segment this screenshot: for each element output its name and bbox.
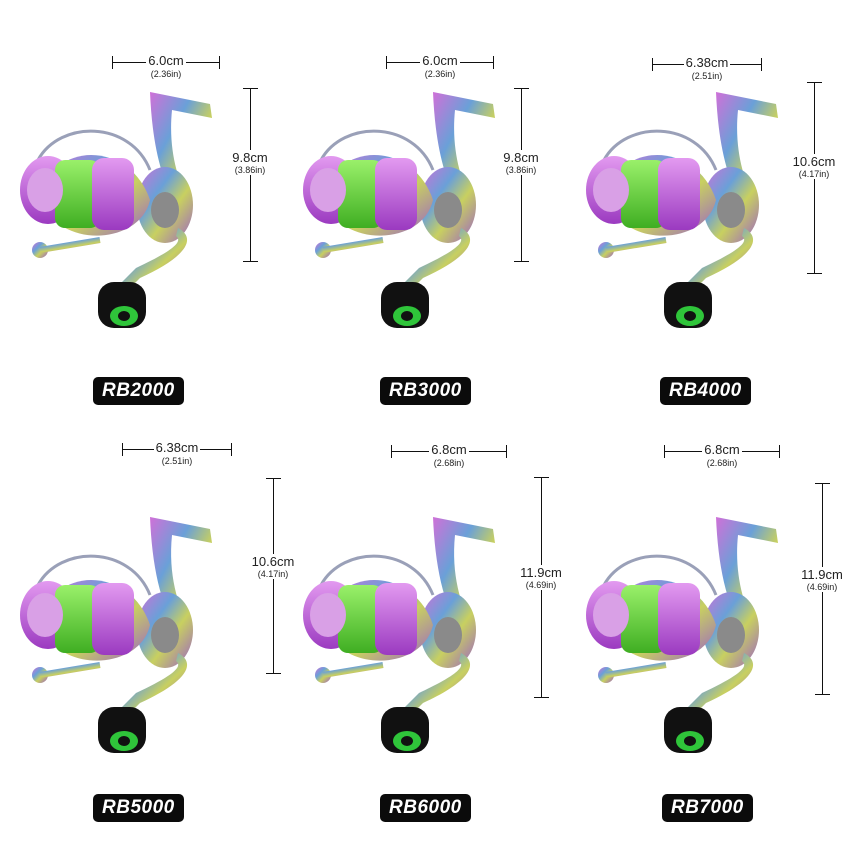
reel-card-rb4000: 6.38cm (2.51in) 10.6cm(4.17in) RB4000 bbox=[566, 0, 850, 425]
reel-card-rb7000: 6.8cm (2.68in) 11.9cm(4.69in) RB7000 bbox=[566, 425, 850, 850]
width-in: (2.36in) bbox=[150, 69, 182, 79]
width-dimension: 6.8cm (2.68in) bbox=[391, 441, 507, 469]
model-badge: RB5000 bbox=[93, 794, 184, 822]
width-cm: 6.8cm bbox=[429, 442, 469, 457]
width-dimension: 6.38cm (2.51in) bbox=[122, 439, 232, 467]
width-in: (2.68in) bbox=[706, 458, 738, 468]
width-dimension: 6.8cm (2.68in) bbox=[664, 441, 780, 469]
width-in: (2.36in) bbox=[424, 69, 456, 79]
width-dimension: 6.38cm (2.51in) bbox=[652, 54, 762, 82]
height-cm: 9.8cm bbox=[232, 150, 268, 165]
height-cm: 10.6cm bbox=[251, 554, 295, 569]
width-cm: 6.38cm bbox=[683, 55, 731, 70]
height-dimension: 10.6cm(4.17in) bbox=[231, 478, 315, 674]
height-cm: 11.9cm bbox=[520, 565, 562, 580]
reel-card-rb3000: 6.0cm (2.36in) 9.8cm(3.86in) RB3000 bbox=[283, 0, 566, 425]
width-cm: 6.0cm bbox=[146, 53, 186, 68]
height-in: (4.69in) bbox=[525, 580, 557, 590]
model-badge: RB2000 bbox=[93, 377, 184, 405]
height-dimension: 9.8cm(3.86in) bbox=[208, 88, 292, 262]
width-cm: 6.8cm bbox=[702, 442, 742, 457]
height-cm: 11.9cm bbox=[801, 567, 843, 582]
width-in: (2.68in) bbox=[433, 458, 465, 468]
height-in: (4.17in) bbox=[798, 169, 830, 179]
width-cm: 6.38cm bbox=[153, 440, 201, 455]
width-in: (2.51in) bbox=[691, 71, 723, 81]
width-in: (2.51in) bbox=[161, 456, 193, 466]
width-cm: 6.0cm bbox=[420, 53, 460, 68]
height-in: (4.17in) bbox=[257, 569, 289, 579]
width-dimension: 6.0cm (2.36in) bbox=[112, 52, 220, 80]
height-dimension: 11.9cm(4.69in) bbox=[780, 483, 850, 695]
height-in: (4.69in) bbox=[806, 582, 838, 592]
width-dimension: 6.0cm (2.36in) bbox=[386, 52, 494, 80]
fishing-reel-image bbox=[0, 425, 283, 850]
height-in: (3.86in) bbox=[234, 165, 266, 175]
height-in: (3.86in) bbox=[505, 165, 537, 175]
reel-card-rb5000: 6.38cm (2.51in) 10.6cm(4.17in) RB5000 bbox=[0, 425, 315, 850]
height-cm: 9.8cm bbox=[503, 150, 539, 165]
height-dimension: 10.6cm(4.17in) bbox=[772, 82, 850, 274]
reel-card-rb2000: 6.0cm (2.36in) 9.8cm(3.86in) RB2000 bbox=[0, 0, 292, 425]
model-badge: RB7000 bbox=[662, 794, 753, 822]
height-dimension: 9.8cm(3.86in) bbox=[479, 88, 563, 262]
model-badge: RB3000 bbox=[380, 377, 471, 405]
height-cm: 10.6cm bbox=[792, 154, 836, 169]
model-badge: RB6000 bbox=[380, 794, 471, 822]
reel-card-rb6000: 6.8cm (2.68in) 11.9cm(4.69in) RB6000 bbox=[283, 425, 583, 850]
model-badge: RB4000 bbox=[660, 377, 751, 405]
height-dimension: 11.9cm(4.69in) bbox=[499, 477, 583, 698]
